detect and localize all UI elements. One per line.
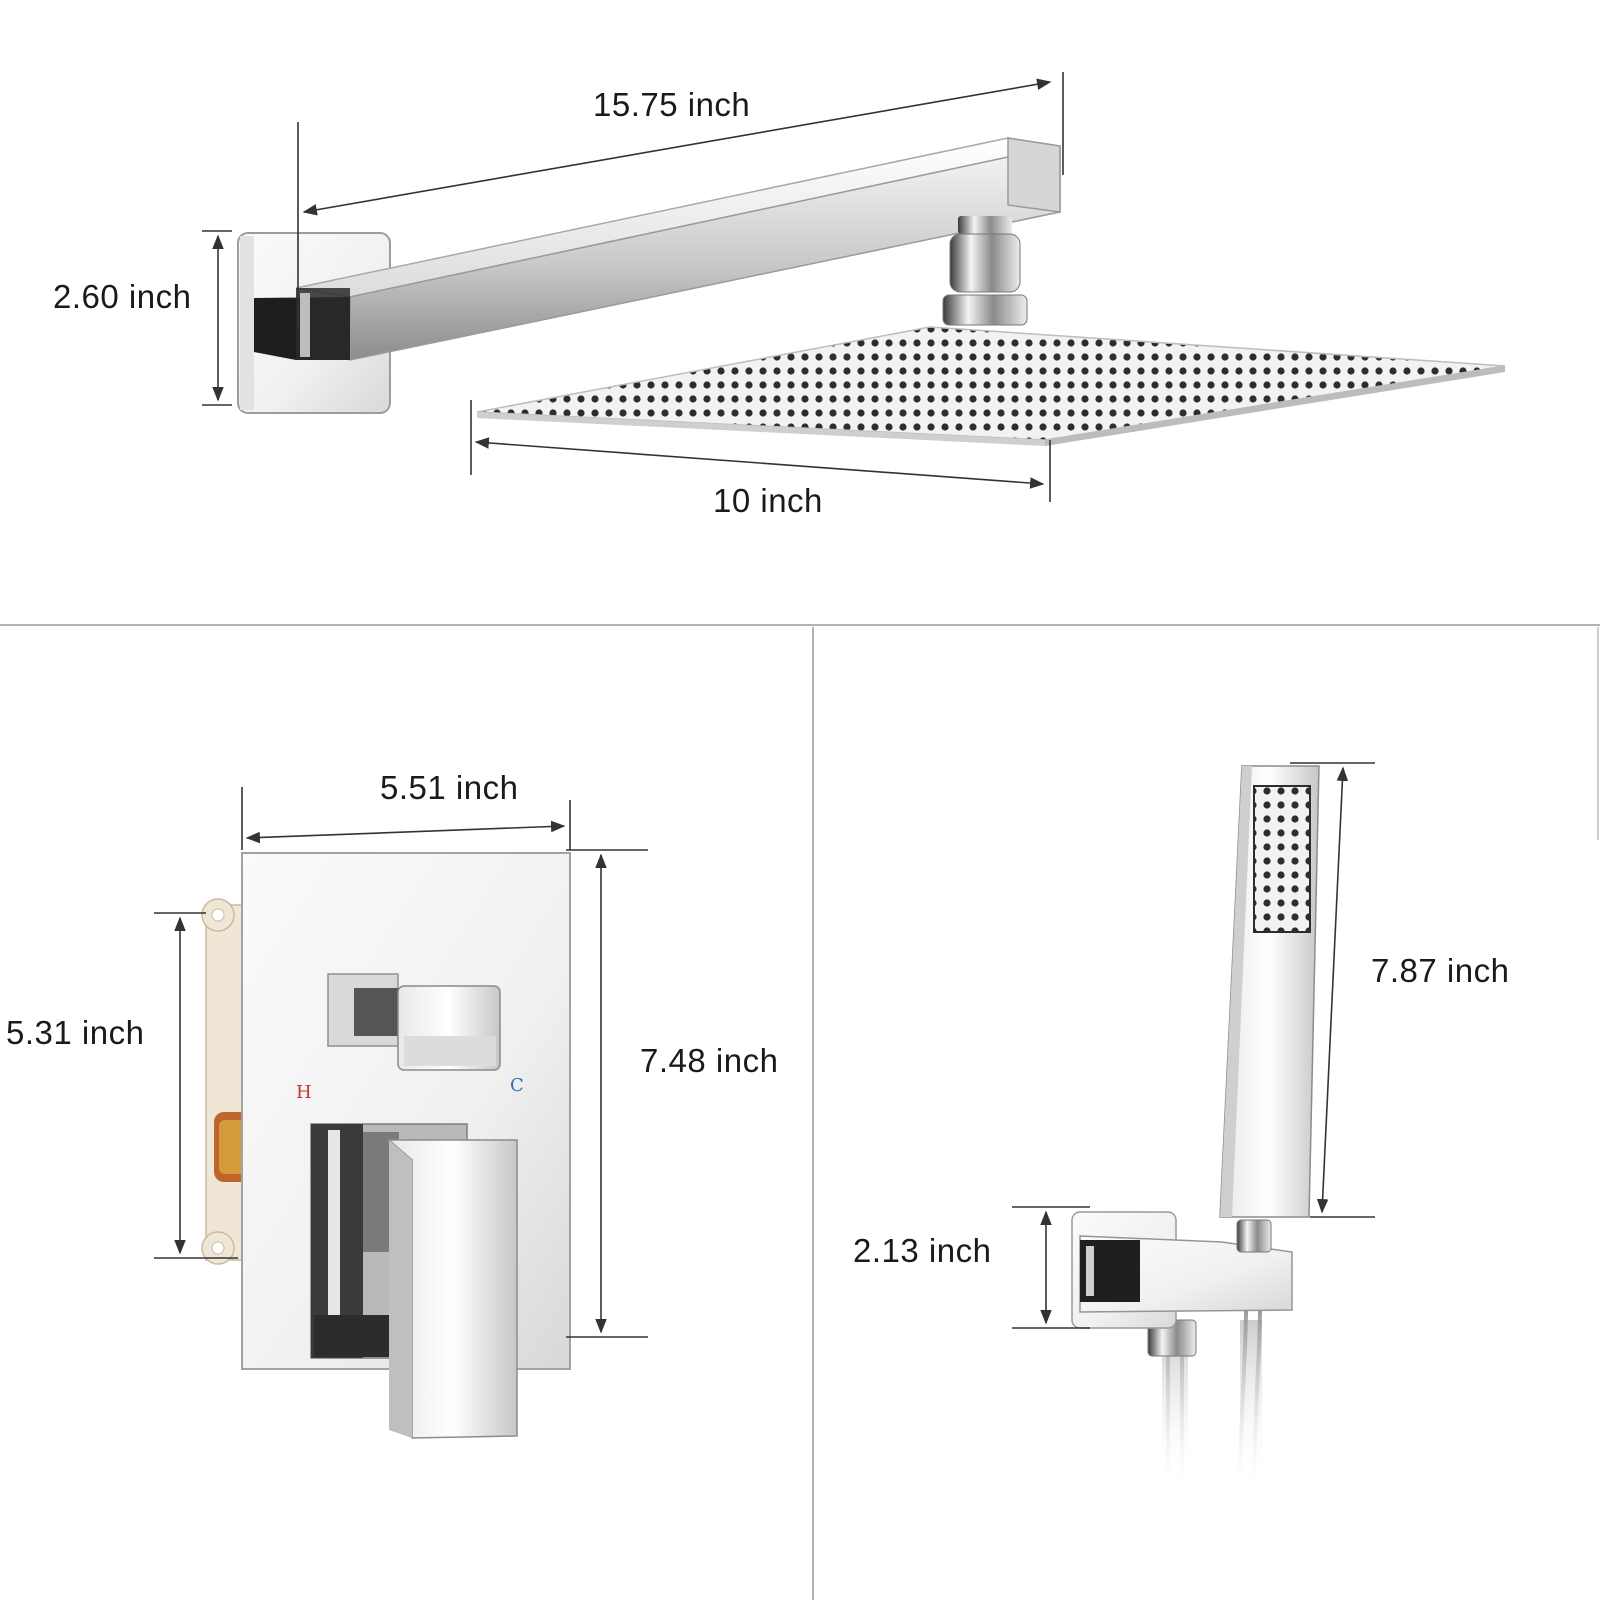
diverter-knob <box>327 973 501 1071</box>
hand-shower-head <box>1219 765 1320 1218</box>
rain-shower-head <box>476 326 1506 446</box>
valve-body-height-label: 5.31 inch <box>6 1014 145 1051</box>
mixer-lever-handle <box>310 1123 518 1439</box>
shower-valve: H C <box>201 852 571 1439</box>
hot-marking: H <box>296 1082 312 1103</box>
dimension-lines <box>154 72 1375 1338</box>
arm-length-label: 15.75 inch <box>593 86 751 123</box>
shower-head-width-label: 10 inch <box>713 482 823 519</box>
valve-plate-width-label: 5.51 inch <box>380 769 519 806</box>
wall-flange-height-label: 2.60 inch <box>53 278 192 315</box>
cold-marking: C <box>510 1075 524 1096</box>
valve-plate-height-label: 7.48 inch <box>640 1042 779 1079</box>
hand-shower-assembly <box>1071 765 1320 1501</box>
wall-elbow-height-label: 2.13 inch <box>853 1232 992 1269</box>
hand-shower-length-label: 7.87 inch <box>1371 952 1510 989</box>
